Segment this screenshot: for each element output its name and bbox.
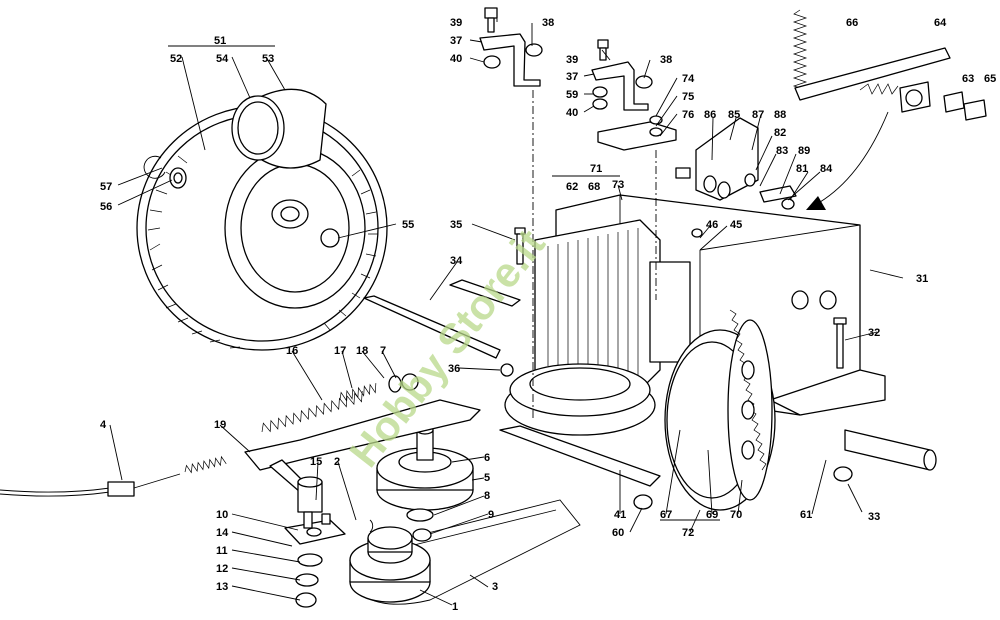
part-label: 37 [566,71,578,83]
part-label: 73 [612,179,624,191]
part-label: 82 [774,127,786,139]
part-label: 19 [214,419,226,431]
part-label: 62 [566,181,578,193]
part-label: 33 [868,511,880,523]
part-label: 1 [452,601,458,613]
chassis-bolts [500,198,847,510]
part-label: 16 [286,345,298,357]
part-label: 36 [448,363,460,375]
part-label: 81 [796,163,808,175]
part-label: 65 [984,73,996,85]
lever-bracket [675,117,797,203]
part-label: 7 [380,345,386,357]
part-label: 15 [310,456,322,468]
part-label: 87 [752,109,764,121]
idler-pulley [376,425,474,511]
part-label: 38 [542,17,554,29]
part-label: 10 [216,509,228,521]
variator-pulley [504,363,656,436]
part-label: 70 [730,509,742,521]
part-label: 75 [682,91,694,103]
center-lines [532,90,657,420]
leader-lines [109,12,904,606]
part-label: 6 [484,452,490,464]
part-label: 13 [216,581,228,593]
lower-pulley [349,526,431,603]
part-label: 88 [774,109,786,121]
part-label: 38 [660,54,672,66]
variator-motor-block [534,219,691,391]
washers-and-nuts [388,373,434,542]
part-label: 85 [728,109,740,121]
tensioner-linkage [244,399,481,608]
rear-wheel [136,88,388,351]
part-label: 39 [566,54,578,66]
lift-spring-assembly [792,9,987,121]
part-label: 17 [334,345,346,357]
part-label: 61 [800,509,812,521]
part-label: 84 [820,163,833,175]
part-label: 40 [450,53,462,65]
part-label: 18 [356,345,368,357]
part-label: 2 [334,456,340,468]
part-label: 66 [846,17,858,29]
top-brackets [479,7,677,151]
group-brackets [168,45,720,521]
part-label: 63 [962,73,974,85]
part-label: 56 [100,201,112,213]
part-label: 57 [100,181,112,193]
part-label: 83 [776,145,788,157]
tension-spring [261,383,377,433]
part-label: 71 [590,163,602,175]
part-label: 45 [730,219,742,231]
part-label: 69 [706,509,718,521]
part-label: 41 [614,509,626,521]
part-label: 46 [706,219,718,231]
output-shaft [833,429,937,482]
part-label: 34 [450,255,463,267]
part-label: 40 [566,107,578,119]
part-label: 51 [214,35,226,47]
part-label: 31 [916,273,928,285]
part-label: 52 [170,53,182,65]
part-label: 72 [682,527,694,539]
part-label: 64 [934,17,947,29]
part-label: 11 [216,545,228,557]
part-label: 86 [704,109,716,121]
part-label: 54 [216,53,229,65]
part-label: 53 [262,53,274,65]
part-label: 59 [566,89,578,101]
part-label: 60 [612,527,624,539]
part-label: 76 [682,109,694,121]
part-label: 67 [660,509,672,521]
part-label: 14 [216,527,229,539]
part-label: 12 [216,563,228,575]
chain-sprocket [664,309,776,511]
part-label: 39 [450,17,462,29]
part-label: 5 [484,472,490,484]
part-label: 8 [484,490,490,502]
part-label: 4 [100,419,107,431]
part-label: 74 [682,73,695,85]
part-label: 35 [450,219,462,231]
part-label: 55 [402,219,414,231]
part-label: 89 [798,145,810,157]
part-label: 9 [488,509,494,521]
part-label: 68 [588,181,600,193]
part-labels: 1 2 3 4 5 6 7 8 9 10 11 12 13 14 15 16 1… [100,17,996,613]
part-label: 32 [868,327,880,339]
throttle-cable [0,455,227,497]
assembly-arrow [806,111,889,210]
part-label: 3 [492,581,498,593]
part-label: 37 [450,35,462,47]
